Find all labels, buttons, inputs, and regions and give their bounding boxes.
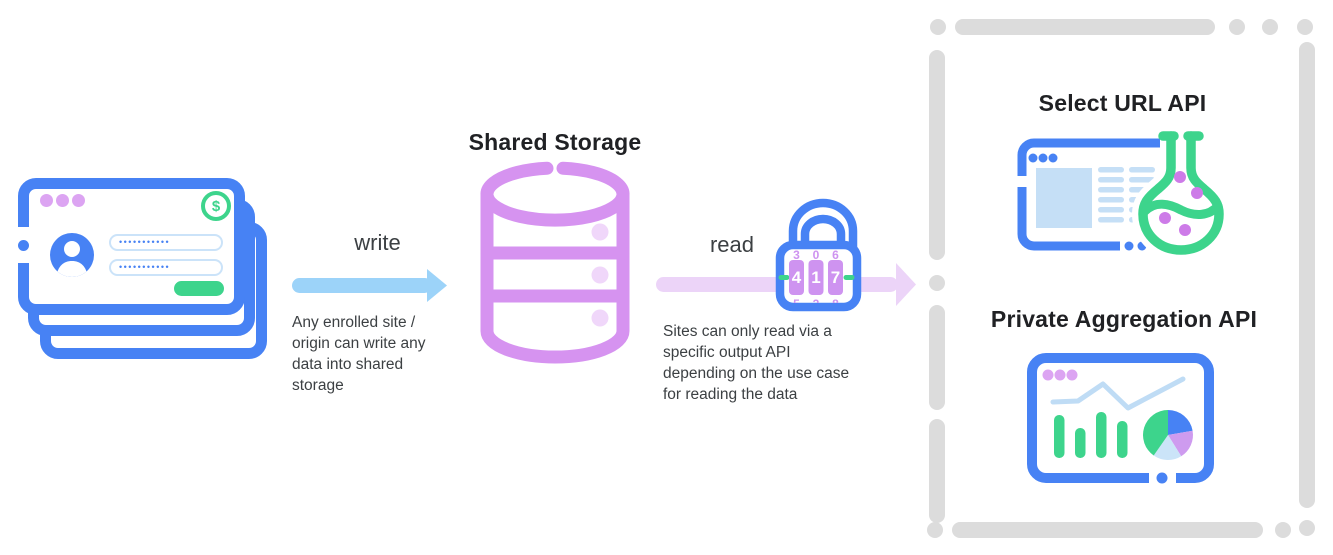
flask-bubble	[1191, 187, 1203, 199]
password-input[interactable]: •••••••••••	[109, 234, 223, 251]
database-icon	[480, 161, 630, 364]
write-caption: Any enrolled site / origin can write any…	[292, 314, 426, 394]
dollar-glyph: $	[211, 197, 221, 215]
private-aggregation-api-title: Private Aggregation API	[990, 306, 1258, 332]
line-chart	[1050, 376, 1186, 411]
login-window: $ ••••••••••• •••••••••••	[18, 178, 245, 315]
content-block	[1036, 168, 1092, 228]
dial-digit-below: 2	[813, 297, 820, 311]
border-dot-icon	[1124, 241, 1134, 251]
avatar-icon	[50, 233, 94, 277]
window-dot-icon	[1028, 153, 1038, 163]
dial[interactable]	[789, 260, 804, 295]
password-input-2[interactable]: •••••••••••	[109, 259, 223, 276]
flask-icon	[1132, 130, 1230, 256]
flask-bubble	[1174, 171, 1186, 183]
flask-bubble	[1179, 224, 1191, 236]
flask-bubble	[1159, 212, 1171, 224]
window-dot-icon	[72, 194, 85, 207]
dial-digit: 4	[792, 268, 802, 287]
padlock-icon: 3 0 6 4 1 7 5 2 8	[775, 198, 862, 312]
private-aggregation-api-icon	[1027, 353, 1214, 484]
password-dots: •••••••••••	[119, 236, 171, 247]
window-dot-icon	[56, 194, 69, 207]
window-dot-icon	[1042, 369, 1054, 381]
avatar-person-icon	[56, 241, 88, 277]
dial-digit: 1	[811, 268, 820, 287]
window-dot-icon	[1054, 369, 1066, 381]
storage-band-dot	[591, 223, 609, 241]
dial-digit-above: 0	[813, 248, 820, 262]
dial-digit: 7	[831, 268, 840, 287]
select-url-api-title: Select URL API	[1038, 90, 1207, 116]
read-caption: Sites can only read via a specific outpu…	[663, 323, 850, 403]
dial-digit-below: 8	[832, 297, 839, 311]
dial-digit-above: 3	[793, 248, 800, 262]
output-apis-dashed-border	[927, 19, 1315, 538]
storage-band-dot	[591, 266, 609, 284]
window-dot-icon	[40, 194, 53, 207]
border-dot-icon	[18, 240, 29, 251]
password-dots: •••••••••••	[119, 261, 171, 272]
dial-digit-below: 5	[793, 297, 800, 311]
write-arrow-icon	[292, 269, 447, 302]
window-dot-icon	[1038, 153, 1048, 163]
shared-storage-title: Shared Storage	[468, 129, 642, 155]
write-label: write	[354, 230, 401, 255]
read-label: read	[709, 232, 755, 257]
bar-chart	[1054, 412, 1128, 458]
storage-band-dot	[591, 309, 609, 327]
window-dot-icon	[1048, 153, 1058, 163]
dollar-icon: $	[201, 191, 231, 221]
shackle-inner	[800, 214, 846, 250]
dial[interactable]	[828, 260, 843, 295]
select-url-api-icon	[1016, 130, 1230, 256]
dial-digit-above: 6	[832, 248, 839, 262]
dial[interactable]	[808, 260, 824, 295]
pie-chart	[1143, 410, 1193, 460]
submit-button[interactable]	[174, 281, 224, 296]
border-dot-icon	[1156, 472, 1168, 484]
window-dot-icon	[1066, 369, 1078, 381]
